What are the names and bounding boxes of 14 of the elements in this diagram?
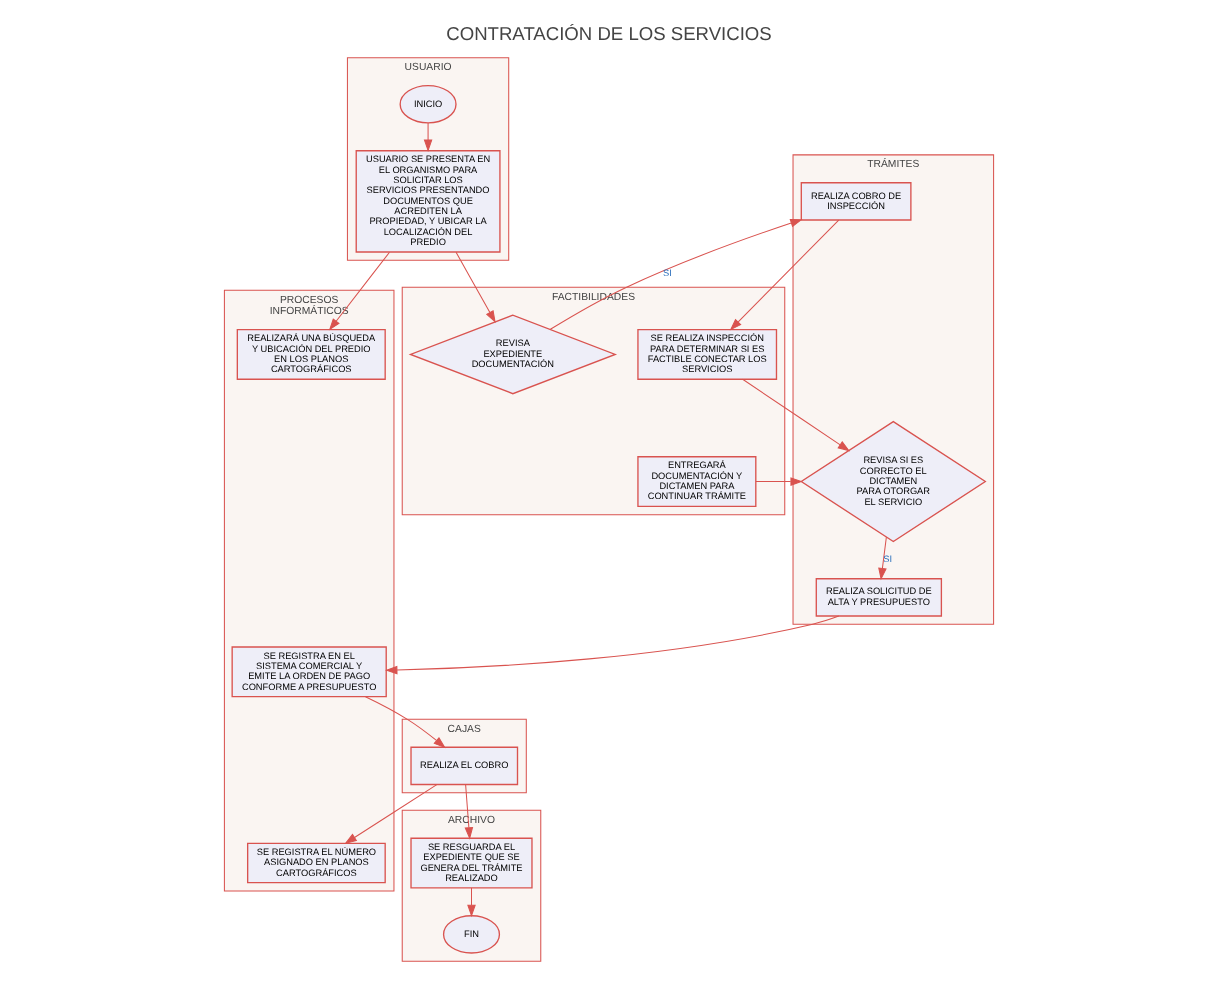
arrow — [754, 477, 802, 486]
arrow — [384, 615, 839, 675]
arrow — [728, 219, 839, 331]
arrow — [741, 378, 850, 452]
arrow — [548, 219, 802, 330]
arrow — [877, 536, 886, 581]
arrow — [422, 122, 432, 152]
arrow — [343, 784, 437, 844]
arrow — [466, 887, 475, 918]
arrow — [327, 251, 389, 331]
diagram-title: CONTRATACIÓN DE LOS SERVICIOS — [445, 23, 771, 44]
arrow — [454, 251, 495, 323]
arrow — [463, 784, 473, 840]
arrow — [363, 696, 445, 749]
